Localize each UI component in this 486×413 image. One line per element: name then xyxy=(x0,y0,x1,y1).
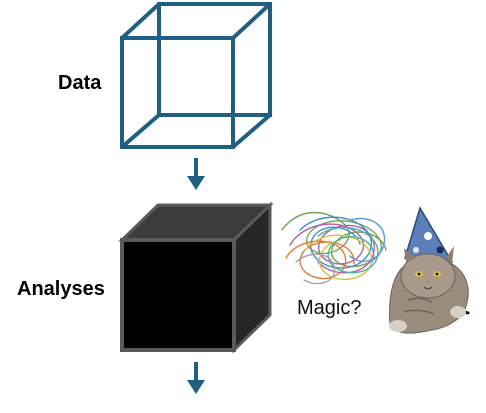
magic-label: Magic? xyxy=(297,297,362,319)
arrow-down-icon xyxy=(187,158,205,190)
analyses-label: Analyses xyxy=(17,278,105,300)
arrow-down-icon xyxy=(187,362,205,394)
scribble-tangle-icon xyxy=(281,211,387,285)
data-cube-icon xyxy=(120,2,272,149)
data-label: Data xyxy=(58,72,102,94)
black-box-icon xyxy=(118,201,274,354)
wizard-cat-icon xyxy=(389,206,470,334)
